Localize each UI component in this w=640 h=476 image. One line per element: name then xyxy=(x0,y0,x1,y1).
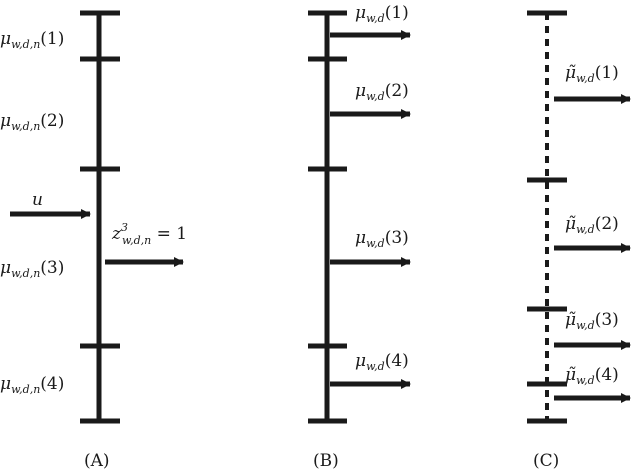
panel-a: μw,d,n(1) μw,d,n(2) μw,d,n(3) μw,d,n(4) … xyxy=(0,10,187,471)
panel-b: μw,d(1) μw,d(2) μw,d(3) μw,d(4) (B) xyxy=(308,3,411,471)
panel-a-segment-label-4: μw,d,n(4) xyxy=(0,374,64,396)
panel-c-arrow-label-1: μ̃w,d(1) xyxy=(565,63,619,85)
panel-a-input-label: u xyxy=(32,190,43,210)
panel-a-segment-label-3: μw,d,n(3) xyxy=(0,258,64,280)
panel-c: μ̃w,d(1) μ̃w,d(2) μ̃w,d(3) μ̃w,d(4) (C) xyxy=(527,10,631,471)
panel-c-caption: (C) xyxy=(533,451,559,471)
panel-b-arrow-label-1: μw,d(1) xyxy=(355,3,409,25)
panel-a-segment-label-2: μw,d,n(2) xyxy=(0,111,64,133)
panel-c-arrow-label-2: μ̃w,d(2) xyxy=(565,214,619,236)
panel-c-arrow-label-4: μ̃w,d(4) xyxy=(565,365,619,387)
panel-b-arrow-label-4: μw,d(4) xyxy=(355,351,409,373)
panel-a-segment-label-1: μw,d,n(1) xyxy=(0,29,64,51)
panel-b-arrow-label-2: μw,d(2) xyxy=(355,81,409,103)
panel-b-caption: (B) xyxy=(313,451,339,471)
panel-c-arrow-label-3: μ̃w,d(3) xyxy=(565,310,619,332)
panel-a-caption: (A) xyxy=(84,451,110,471)
panel-b-arrow-label-3: μw,d(3) xyxy=(355,228,409,250)
